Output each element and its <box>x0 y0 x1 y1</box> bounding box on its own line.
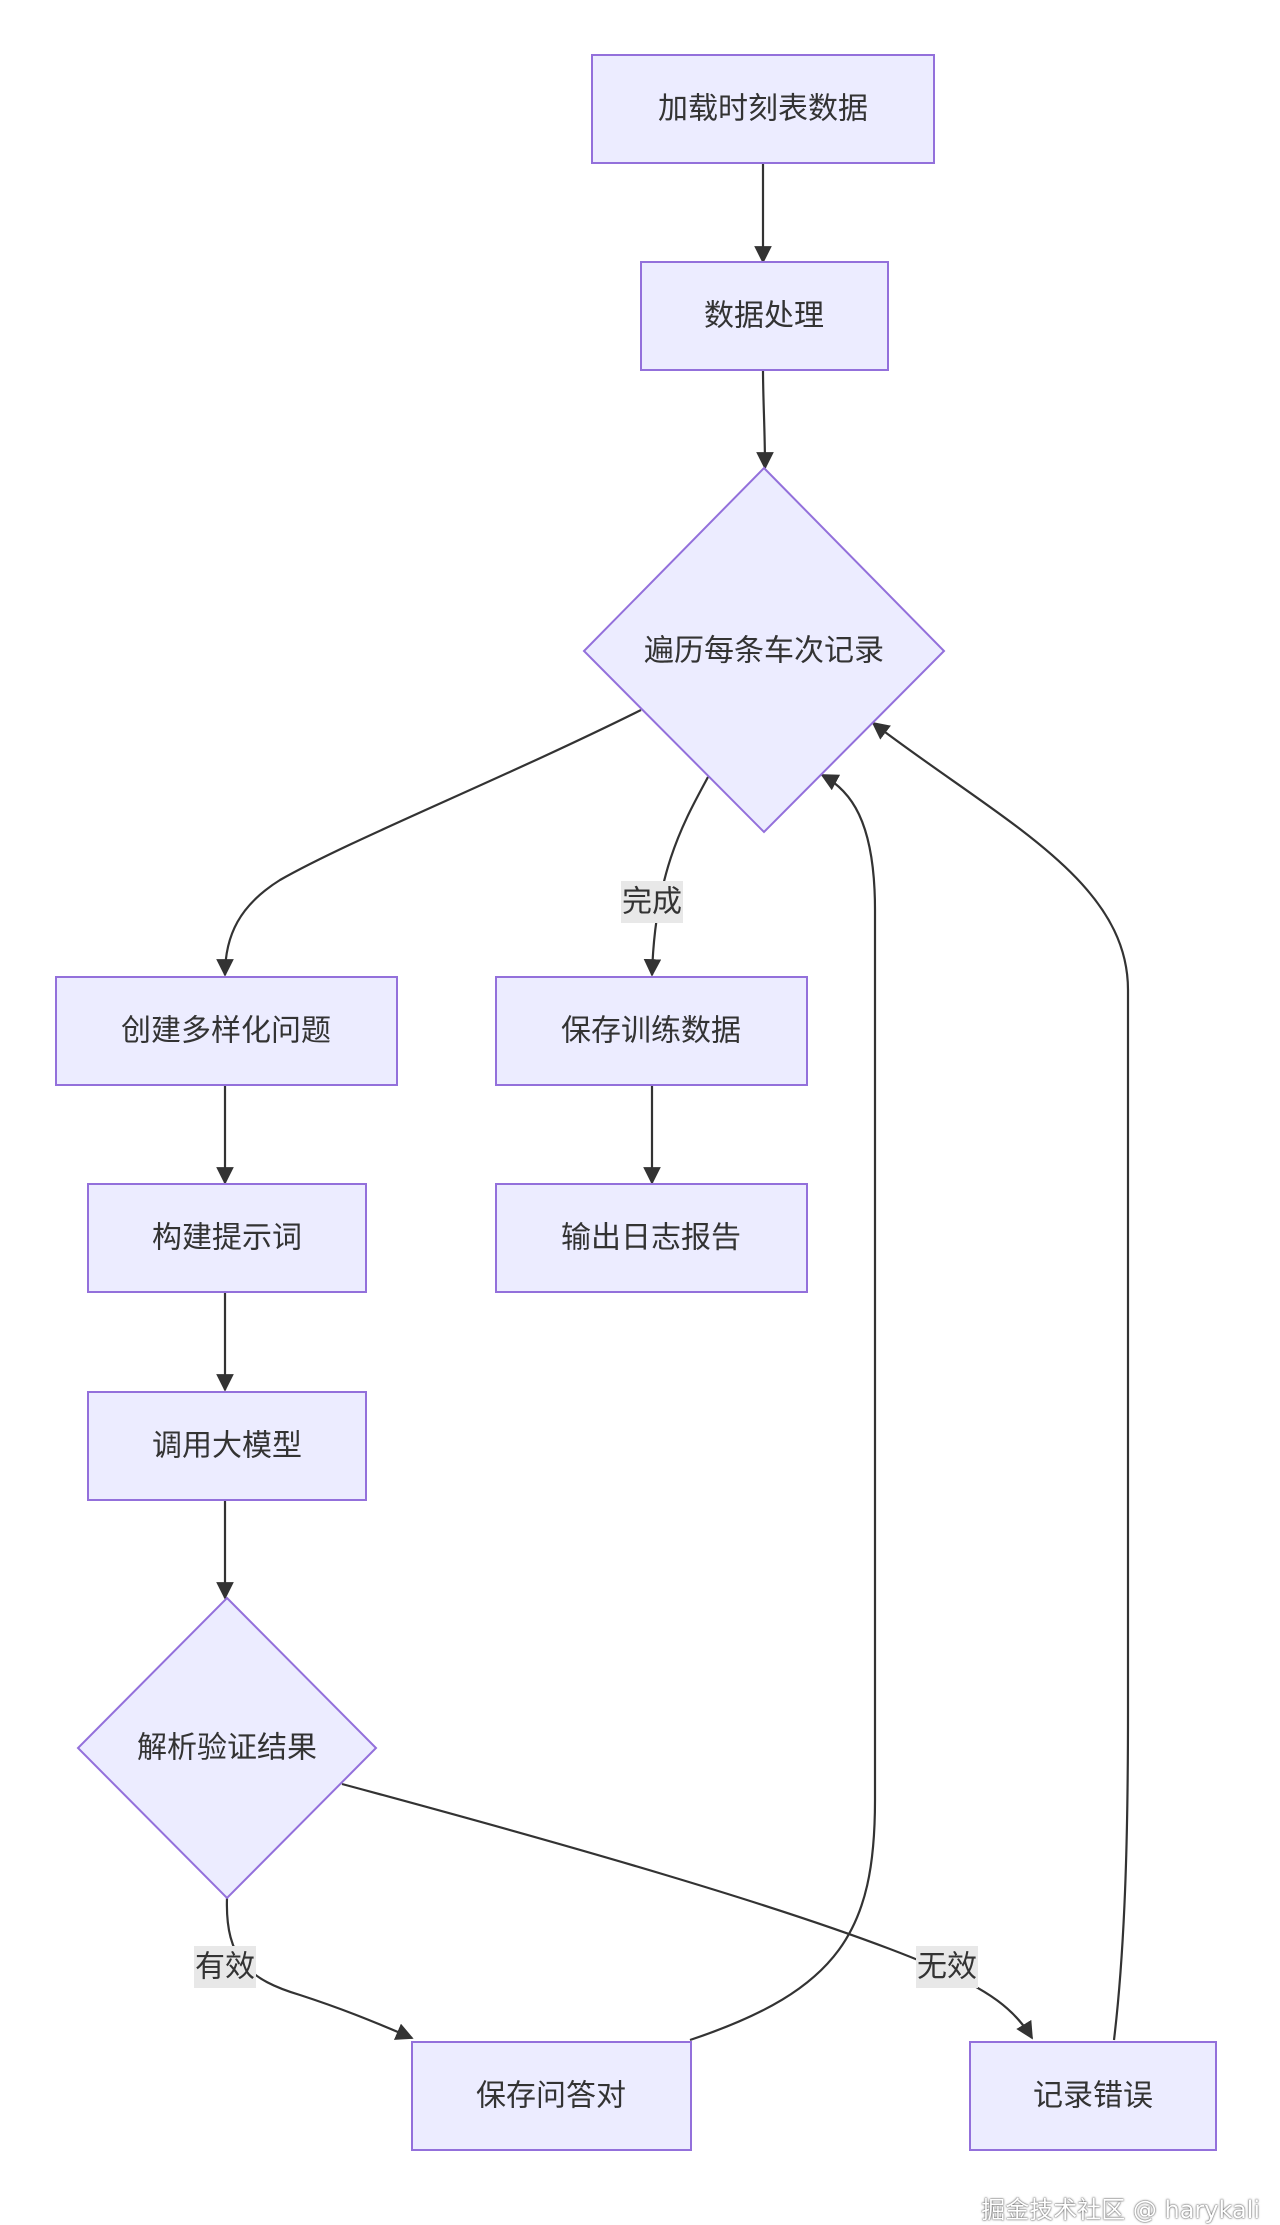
node-process: 数据处理 <box>640 261 889 371</box>
edge-label-invalid: 无效 <box>916 1946 978 1988</box>
svg-text:无效: 无效 <box>917 1950 977 1985</box>
node-loop-decision: 遍历每条车次记录 <box>582 466 946 834</box>
svg-text:遍历每条车次记录: 遍历每条车次记录 <box>644 634 884 669</box>
node-log: 输出日志报告 <box>495 1183 808 1293</box>
edge-parse-recorderr <box>341 1782 1033 2040</box>
node-load: 加载时刻表数据 <box>591 54 935 164</box>
edges <box>216 163 1130 2042</box>
node-save-qa: 保存问答对 <box>411 2041 692 2151</box>
node-create: 创建多样化问题 <box>55 976 398 1086</box>
svg-text:保存训练数据: 保存训练数据 <box>561 1014 741 1049</box>
node-call: 调用大模型 <box>87 1391 367 1501</box>
svg-text:创建多样化问题: 创建多样化问题 <box>121 1014 331 1049</box>
node-parse-decision: 解析验证结果 <box>76 1596 378 1900</box>
svg-text:数据处理: 数据处理 <box>704 299 824 334</box>
edge-loop-create <box>216 709 642 977</box>
edge-recorderr-loop <box>871 721 1130 2041</box>
svg-text:加载时刻表数据: 加载时刻表数据 <box>658 92 868 127</box>
edge-process-loop <box>756 369 774 470</box>
svg-text:有效: 有效 <box>195 1950 255 1985</box>
edge-saveqa-loop <box>689 774 877 2042</box>
svg-text:完成: 完成 <box>622 885 682 920</box>
edge-loop-savetrain <box>643 776 709 977</box>
node-save-train: 保存训练数据 <box>495 976 808 1086</box>
edge-label-valid: 有效 <box>194 1946 256 1988</box>
svg-text:输出日志报告: 输出日志报告 <box>561 1221 741 1256</box>
svg-text:调用大模型: 调用大模型 <box>152 1429 302 1464</box>
svg-text:解析验证结果: 解析验证结果 <box>137 1731 317 1766</box>
watermark: 掘金技术社区 @ harykali <box>981 2196 1260 2224</box>
edge-parse-saveqa <box>225 1897 414 2040</box>
svg-text:保存问答对: 保存问答对 <box>476 2079 626 2114</box>
svg-text:记录错误: 记录错误 <box>1033 2079 1153 2114</box>
edge-label-done: 完成 <box>621 881 683 923</box>
svg-text:构建提示词: 构建提示词 <box>152 1221 302 1256</box>
node-prompt: 构建提示词 <box>87 1183 367 1293</box>
node-record-err: 记录错误 <box>969 2041 1217 2151</box>
